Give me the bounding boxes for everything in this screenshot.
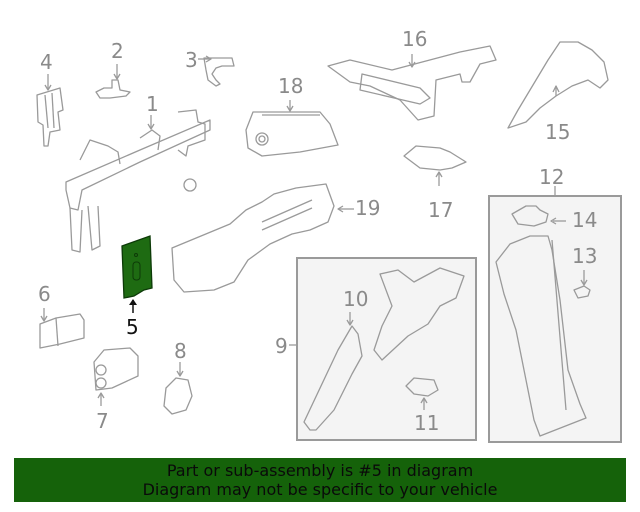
callout-3[interactable]: 3 bbox=[185, 48, 198, 72]
callout-6[interactable]: 6 bbox=[38, 282, 51, 306]
callout-7[interactable]: 7 bbox=[96, 409, 109, 433]
callout-10[interactable]: 10 bbox=[343, 287, 369, 311]
callout-17[interactable]: 17 bbox=[428, 198, 454, 222]
callout-2[interactable]: 2 bbox=[111, 39, 124, 63]
banner-line-part: Part or sub-assembly is #5 in diagram bbox=[166, 461, 474, 480]
part-9-inner-icon bbox=[373, 267, 465, 361]
part-15-icon bbox=[507, 41, 609, 129]
callout-19[interactable]: 19 bbox=[355, 196, 381, 220]
callout-4[interactable]: 4 bbox=[40, 50, 53, 74]
part-1-icon bbox=[65, 109, 211, 253]
part-5-highlighted-icon bbox=[121, 235, 153, 313]
callout-12[interactable]: 12 bbox=[539, 165, 565, 189]
part-12-icon bbox=[495, 186, 587, 437]
callout-15[interactable]: 15 bbox=[545, 120, 571, 144]
part-11-icon bbox=[405, 377, 439, 410]
callout-9[interactable]: 9 bbox=[275, 334, 288, 358]
part-13-icon bbox=[573, 270, 591, 299]
parts-drawing bbox=[36, 41, 609, 437]
part-14-icon bbox=[511, 205, 566, 227]
part-10-icon bbox=[303, 312, 363, 431]
part-18-icon bbox=[245, 100, 339, 157]
part-19-icon bbox=[171, 183, 354, 293]
parts-diagram: 1 2 3 4 5 6 7 8 9 10 11 12 13 14 15 16 1… bbox=[36, 27, 622, 443]
info-banner: Part or sub-assembly is #5 in diagram Di… bbox=[14, 458, 626, 502]
callout-18[interactable]: 18 bbox=[278, 74, 304, 98]
callout-16[interactable]: 16 bbox=[402, 27, 428, 51]
callout-5[interactable]: 5 bbox=[126, 315, 139, 339]
part-17-icon bbox=[403, 145, 467, 186]
part-4-icon bbox=[36, 74, 64, 147]
callout-14[interactable]: 14 bbox=[572, 208, 598, 232]
callout-8[interactable]: 8 bbox=[174, 339, 187, 363]
group-box-9 bbox=[296, 257, 477, 441]
part-8-icon bbox=[163, 362, 193, 415]
callout-11[interactable]: 11 bbox=[414, 411, 440, 435]
part-6-icon bbox=[39, 308, 85, 349]
part-7-icon bbox=[93, 347, 139, 406]
group-box-12 bbox=[488, 195, 622, 443]
part-2-icon bbox=[95, 64, 131, 99]
callout-13[interactable]: 13 bbox=[572, 244, 598, 268]
part-16-icon bbox=[327, 45, 497, 121]
callout-1[interactable]: 1 bbox=[146, 92, 159, 116]
banner-line-disclaimer: Diagram may not be specific to your vehi… bbox=[142, 480, 498, 499]
part-3-icon bbox=[198, 55, 235, 87]
